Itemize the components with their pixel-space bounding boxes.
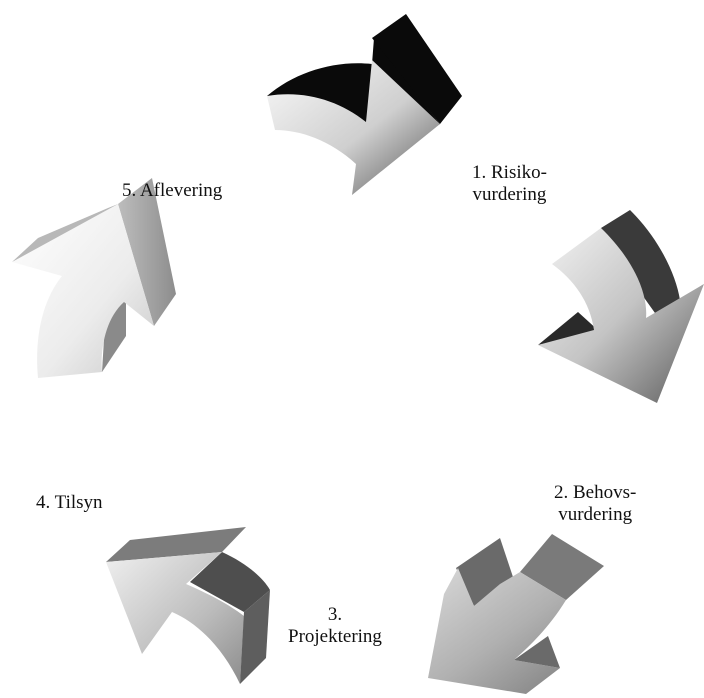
step-3-line-2: Projektering xyxy=(288,626,382,648)
step-5-line-1: 5. Aflevering xyxy=(122,180,222,202)
step-4-line-1: 4. Tilsyn xyxy=(36,492,103,514)
step-5-label: 5. Aflevering xyxy=(122,180,222,202)
step-4-label: 4. Tilsyn xyxy=(36,492,103,514)
step-3-line-1: 3. xyxy=(288,604,382,626)
arrow-5 xyxy=(12,178,176,378)
step-1-line-1: 1. Risiko- xyxy=(472,162,547,184)
arrow-2 xyxy=(538,210,704,403)
step-1-label: 1. Risiko- vurdering xyxy=(472,162,547,206)
arrow-4 xyxy=(106,527,270,684)
step-2-line-2: vurdering xyxy=(554,504,636,526)
step-1-line-2: vurdering xyxy=(472,184,547,206)
step-3-label: 3. Projektering xyxy=(288,604,382,648)
arrow-2-front xyxy=(538,228,704,403)
step-2-line-1: 2. Behovs- xyxy=(554,482,636,504)
arrow-3 xyxy=(428,534,604,694)
arrow-1 xyxy=(267,14,462,195)
step-2-label: 2. Behovs- vurdering xyxy=(554,482,636,526)
